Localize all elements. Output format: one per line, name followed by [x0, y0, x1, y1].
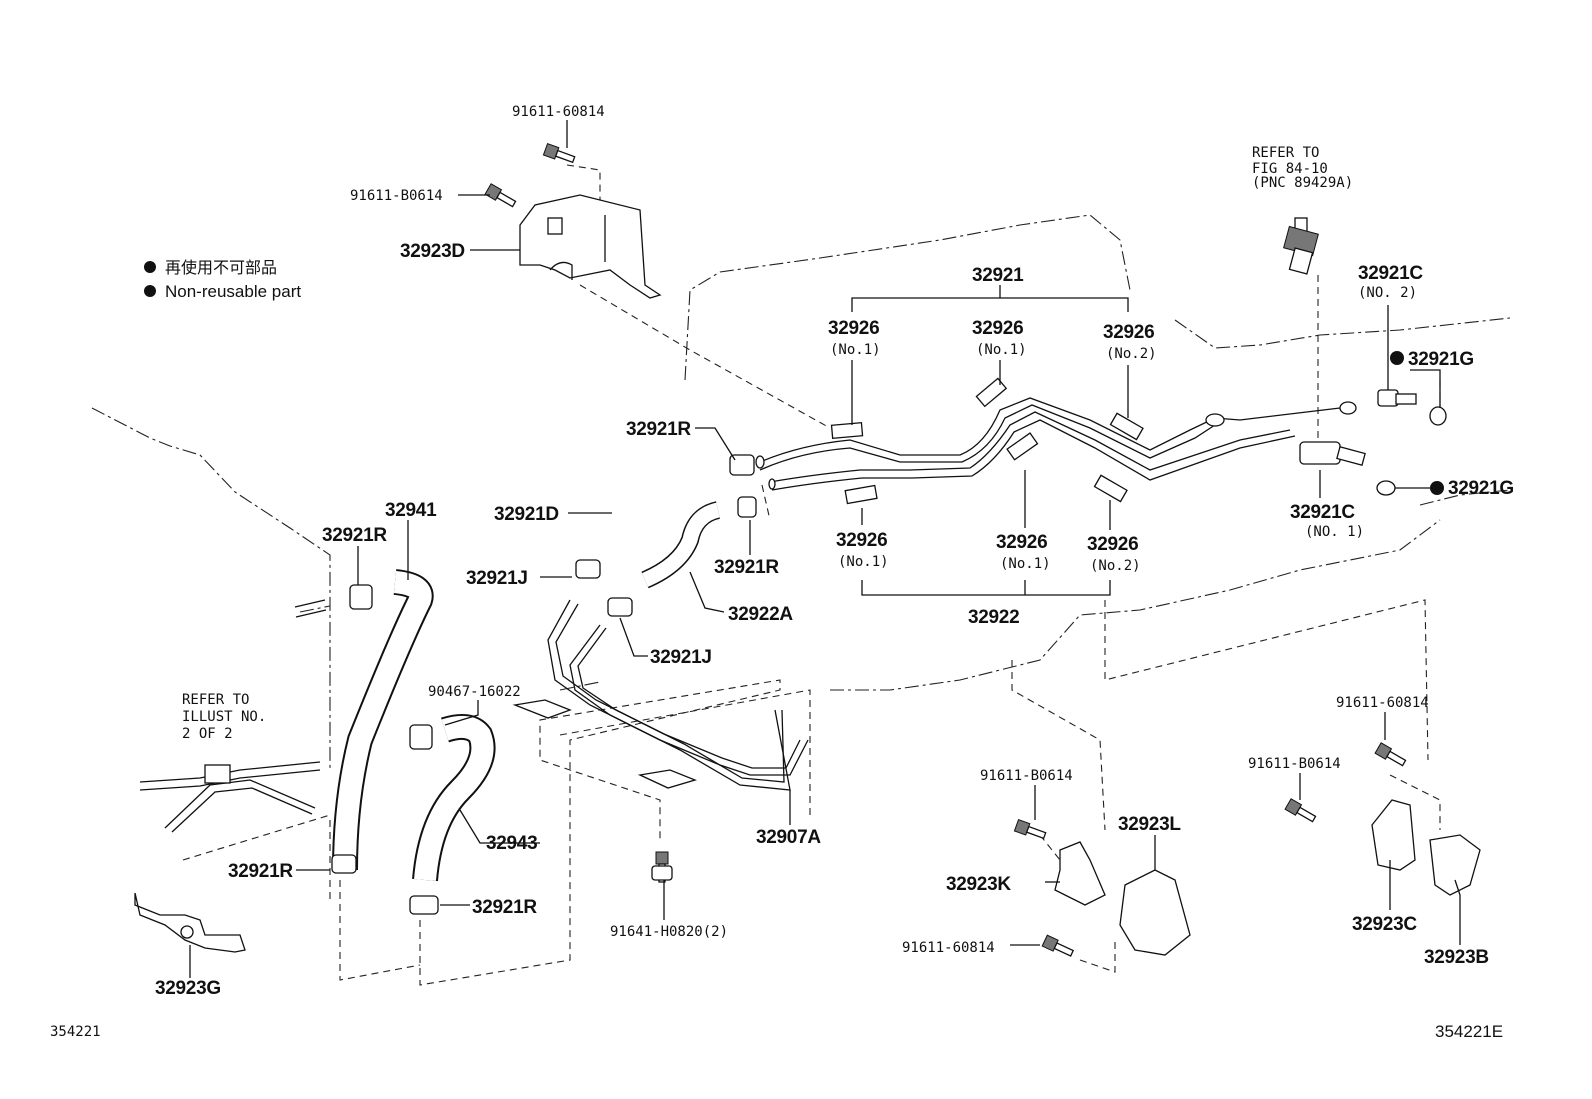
footer-right-id: 354221E	[1435, 1022, 1503, 1041]
bracket-32923k-32923l	[1054, 841, 1191, 956]
refer-illust-line1: REFER TO	[182, 692, 249, 708]
grommet-91641	[651, 865, 673, 881]
label-32926-a: 32926	[828, 318, 879, 339]
refer-fig-line3: (PNC 89429A)	[1252, 175, 1353, 191]
label-32921r-d: 32921R	[228, 861, 293, 882]
label-32926-d: 32926	[836, 530, 887, 551]
label-32921r-a: 32921R	[626, 419, 691, 440]
label-32923c: 32923C	[1352, 914, 1417, 935]
label-32923k: 32923K	[946, 874, 1011, 895]
non-reusable-dot-icon	[1430, 481, 1444, 495]
refer-pipe-2-of-2	[139, 599, 327, 833]
label-32921r-c: 32921R	[322, 525, 387, 546]
label-32926-d-sub: (No.1)	[838, 554, 889, 570]
label-32941: 32941	[385, 500, 437, 521]
non-reusable-dot-icon	[1390, 351, 1404, 365]
label-91611-60814-bot: 91611-60814	[902, 940, 995, 956]
label-32921j-b: 32921J	[650, 647, 712, 668]
label-32926-c: 32926	[1103, 322, 1154, 343]
label-32921j-a: 32921J	[466, 568, 528, 589]
refer-to-illust-note: REFER TO ILLUST NO. 2 OF 2	[182, 692, 266, 742]
label-32921g-top: 32921G	[1408, 349, 1474, 370]
refer-fig-line2: FIG 84-10	[1252, 161, 1328, 177]
guide-lines	[182, 164, 1441, 986]
fuel-pipe-bundle	[755, 377, 1357, 505]
bracket-32923d	[519, 194, 662, 299]
label-32923g: 32923G	[155, 978, 221, 999]
bracket-32923c-32923b	[1371, 799, 1481, 896]
label-91611-60814-top: 91611-60814	[512, 104, 605, 120]
label-32926-c-sub: (No.2)	[1106, 346, 1157, 362]
label-91641: 91641-H0820(2)	[610, 924, 728, 940]
refer-fig-line1: REFER TO	[1252, 145, 1319, 161]
label-32921c-no2: 32921C	[1358, 263, 1423, 284]
legend-jp: 再使用不可部品	[165, 259, 277, 277]
label-32922a: 32922A	[728, 604, 793, 625]
label-32923d: 32923D	[400, 241, 465, 262]
label-32921g-bot: 32921G	[1448, 478, 1514, 499]
label-32921c-no1: 32921C	[1290, 502, 1355, 523]
label-32926-f: 32926	[1087, 534, 1138, 555]
union-fitting-icon	[1299, 389, 1447, 496]
hoses-and-clamps	[331, 454, 757, 915]
part-labels: 91611-60814 91611-B0614 32923D 32921 329…	[155, 104, 1514, 999]
refer-to-fig-note: REFER TO FIG 84-10 (PNC 89429A)	[1252, 145, 1353, 191]
label-32926-e: 32926	[996, 532, 1047, 553]
label-32943: 32943	[486, 833, 537, 854]
label-32926-a-sub: (No.1)	[830, 342, 881, 358]
label-32926-f-sub: (No.2)	[1090, 558, 1141, 574]
label-32921c-no1-sub: (NO. 1)	[1305, 524, 1364, 540]
label-32921r-e: 32921R	[472, 897, 537, 918]
label-32921r-b: 32921R	[714, 557, 779, 578]
label-32926-b: 32926	[972, 318, 1023, 339]
label-91611-b0614-right: 91611-B0614	[1248, 756, 1341, 772]
label-32923l: 32923L	[1118, 814, 1181, 835]
label-91611-60814-right: 91611-60814	[1336, 695, 1429, 711]
label-32923b: 32923B	[1424, 947, 1489, 968]
label-32907a: 32907A	[756, 827, 821, 848]
refer-illust-line3: 2 OF 2	[182, 726, 233, 742]
vehicle-body-outline	[91, 214, 1511, 770]
label-32922: 32922	[968, 607, 1019, 628]
bracket-32923g	[134, 892, 246, 953]
label-32926-b-sub: (No.1)	[976, 342, 1027, 358]
non-reusable-dot-icon	[144, 261, 156, 273]
label-32926-e-sub: (No.1)	[1000, 556, 1051, 572]
footer-left-id: 354221	[50, 1024, 101, 1040]
legend-en: Non-reusable part	[165, 282, 301, 301]
fuel-sensor-icon	[1283, 217, 1319, 275]
non-reusable-dot-icon	[144, 285, 156, 297]
label-32921c-no2-sub: (NO. 2)	[1358, 285, 1417, 301]
label-32921: 32921	[972, 265, 1024, 286]
bolt-icon	[484, 142, 1407, 957]
label-91611-b0614-mid: 91611-B0614	[980, 768, 1073, 784]
refer-illust-line2: ILLUST NO.	[182, 709, 266, 725]
legend: 再使用不可部品 Non-reusable part	[144, 259, 301, 301]
pipe-32907a	[512, 599, 809, 791]
label-91611-b0614-top: 91611-B0614	[350, 188, 443, 204]
label-90467: 90467-16022	[428, 684, 521, 700]
label-leaders	[189, 120, 1461, 978]
label-32921d: 32921D	[494, 504, 559, 525]
